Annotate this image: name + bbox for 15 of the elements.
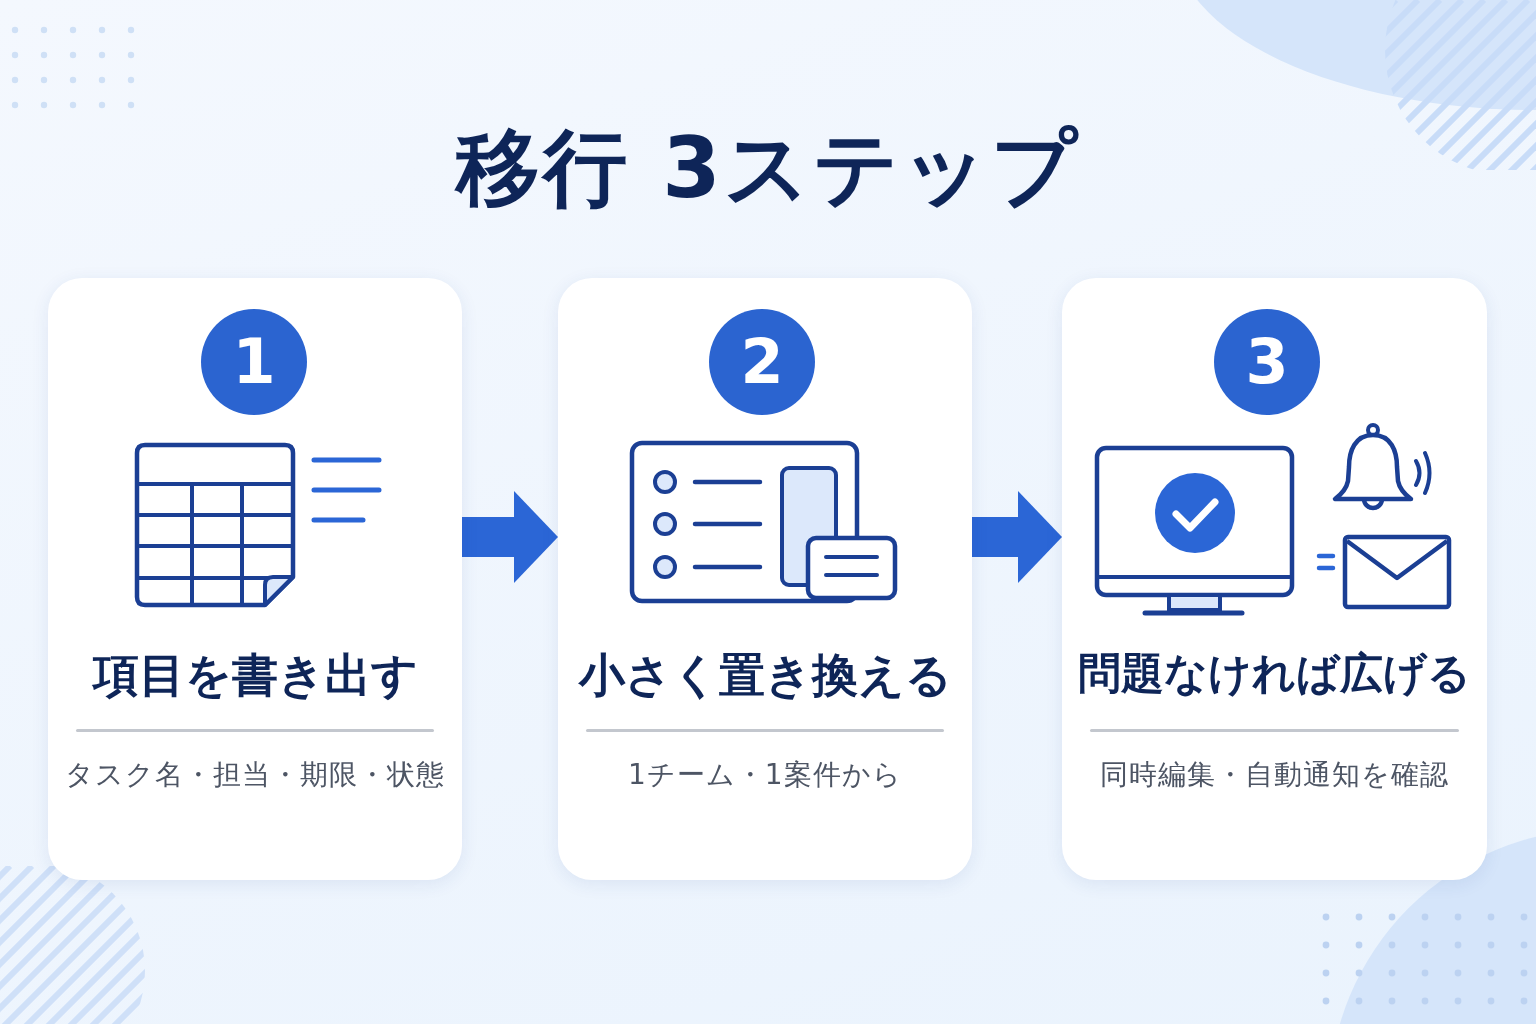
number-circle: 2 — [709, 309, 815, 415]
step-description: 1チーム・1案件から — [628, 758, 902, 792]
step-card — [558, 278, 972, 880]
arrow — [462, 491, 558, 583]
number-circle: 3 — [1214, 309, 1320, 415]
step-description: 同時編集・自動通知を確認 — [1100, 758, 1449, 792]
arrow — [972, 491, 1062, 583]
step-description: タスク名・担当・期限・状態 — [65, 758, 445, 792]
title: 移行 3ステップ — [456, 118, 1080, 219]
step-card — [1062, 278, 1487, 880]
step-title: 問題なければ広げる — [1078, 648, 1471, 700]
step-card — [48, 278, 462, 880]
step-title: 小さく置き換える — [579, 648, 952, 704]
step-title: 項目を書き出す — [93, 648, 418, 704]
number-circle: 1 — [201, 309, 307, 415]
